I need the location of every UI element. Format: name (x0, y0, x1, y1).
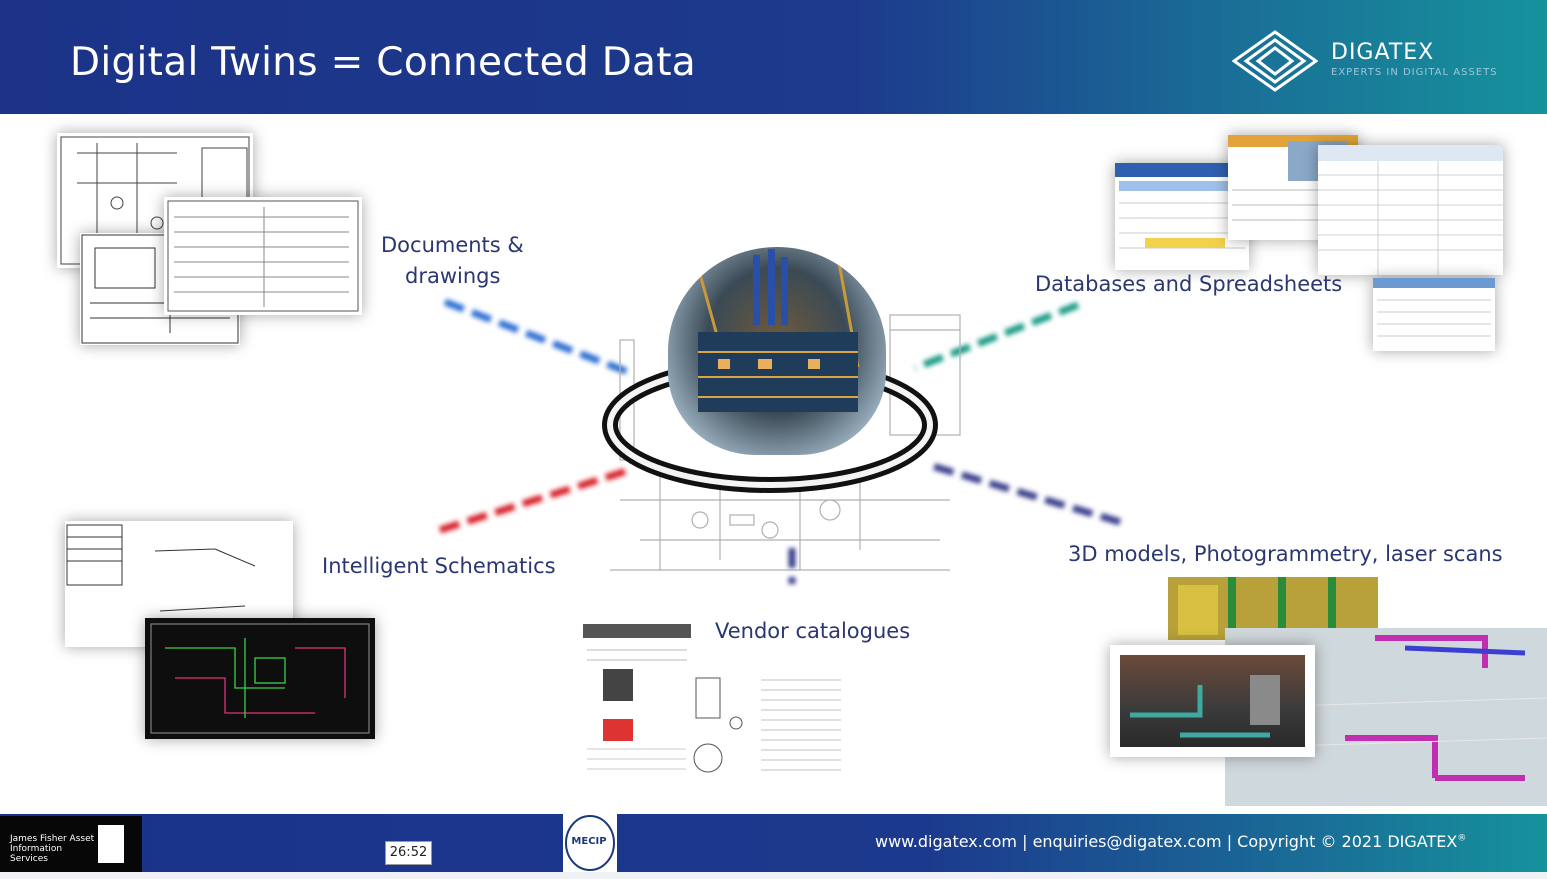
report-screenshot (1373, 278, 1495, 351)
slide-footer (0, 814, 1547, 872)
database-screenshot-1 (1115, 163, 1249, 270)
vendor-catalogue-page-3 (757, 670, 845, 785)
document-thumbnail (164, 197, 362, 315)
vendor-catalogue-page-2 (686, 668, 756, 783)
connector-models (931, 462, 1121, 526)
label-3d-models: 3D models, Photogrammetry, laser scans (1068, 542, 1503, 566)
footer-contact: www.digatex.com | enquiries@digatex.com … (875, 832, 1466, 851)
james-fisher-emblem-icon (98, 825, 124, 863)
vendor-catalogue-page-1 (583, 624, 691, 784)
label-databases: Databases and Spreadsheets (1035, 272, 1343, 296)
video-progress-strip[interactable] (0, 872, 1547, 879)
mecip-logo: MECIP (563, 814, 617, 872)
slide-title: Digital Twins = Connected Data (70, 40, 697, 85)
schematic-thumbnail-dark (145, 618, 375, 739)
spreadsheet-screenshot (1318, 145, 1503, 275)
connector-documents (443, 298, 630, 376)
label-vendor: Vendor catalogues (715, 619, 911, 643)
video-timestamp: 26:52 (385, 841, 432, 865)
digatex-logo-icon (1232, 30, 1318, 92)
mecip-logo-text: MECIP (571, 836, 607, 847)
connector-databases (913, 301, 1080, 372)
label-schematics: Intelligent Schematics (322, 554, 556, 578)
footer-contact-text: www.digatex.com | enquiries@digatex.com … (875, 832, 1458, 851)
label-documents-line1: Documents & (381, 233, 524, 257)
offshore-platform-image (668, 247, 886, 455)
james-fisher-logo-text: James Fisher Asset Information Services (10, 834, 95, 864)
brand-tagline: EXPERTS IN DIGITAL ASSETS (1331, 67, 1498, 78)
registered-mark: ® (1457, 833, 1467, 844)
brand-name: DIGATEX (1331, 40, 1435, 65)
photogrammetry-photo (1110, 645, 1315, 757)
connector-schematics (438, 466, 632, 534)
label-documents-line2: drawings (405, 264, 501, 288)
james-fisher-logo: James Fisher Asset Information Services (0, 816, 142, 872)
